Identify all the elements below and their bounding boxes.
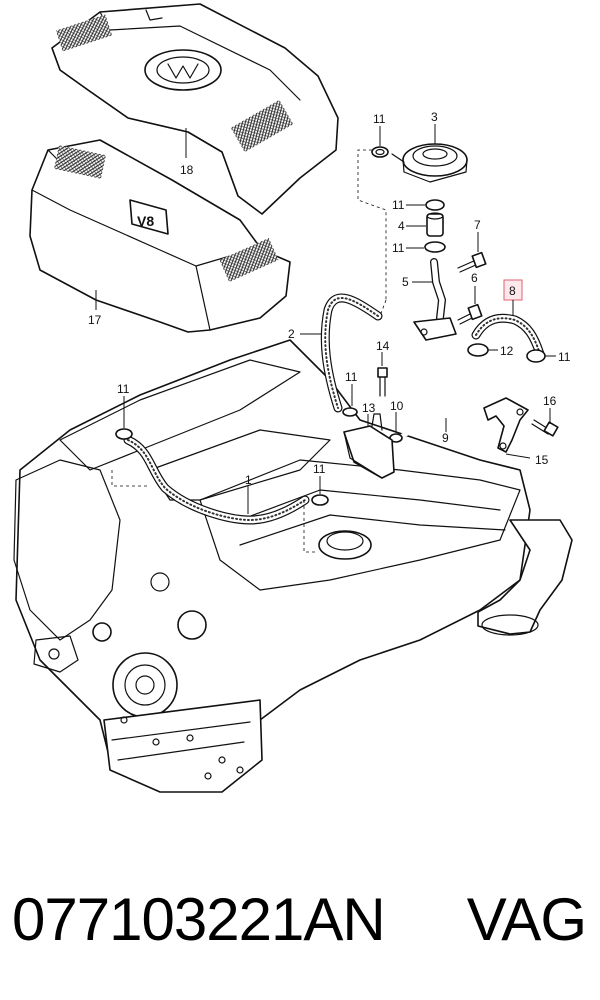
idler-pulley (177, 610, 207, 640)
callout-11-mid: 11 (392, 241, 405, 255)
callout-7: 7 (474, 218, 481, 232)
oil-filler-cap (318, 530, 372, 560)
leader-dashed-lines (111, 149, 387, 553)
bolt-14 (377, 367, 388, 397)
timing-cover (13, 459, 121, 641)
v8-badge (129, 199, 169, 235)
hose-clamp-11-engine-left (115, 428, 133, 440)
exhaust-manifold (477, 519, 573, 635)
pressure-valve-3 (391, 143, 468, 183)
breather-hose-1 (123, 435, 310, 525)
callout-6: 6 (471, 271, 478, 285)
hose-clamp-12 (467, 343, 489, 357)
callout-11-top: 11 (373, 112, 386, 126)
intake-plenum (149, 429, 331, 501)
hose-clamp-11-engine-right (311, 494, 329, 506)
bracket-15 (483, 397, 529, 453)
hose-clamp-11-separator (342, 407, 358, 417)
pipe-5 (413, 258, 457, 341)
cover-vent-right (230, 99, 294, 153)
exploded-parts-diagram: V8 (13, 3, 573, 793)
brand-label: VAG (466, 886, 587, 953)
callout-11-valve: 11 (392, 198, 405, 212)
callout-13: 13 (362, 401, 376, 415)
hose-clamp-11-valve (425, 199, 445, 211)
bolt-7 (457, 251, 487, 273)
vw-emblem-boss (144, 49, 222, 91)
callout-4: 4 (398, 219, 405, 233)
cover-v8-vent-left (54, 145, 106, 179)
oil-separator-13 (342, 407, 395, 479)
engine-cover-upper (51, 3, 339, 215)
pipe-5-flange (413, 317, 457, 341)
cover-v8-vent-right (219, 238, 279, 282)
callout-15: 15 (535, 453, 549, 467)
callout-8: 8 (509, 284, 516, 298)
bolt-6 (457, 303, 483, 325)
engine-cover-v8: V8 (29, 139, 291, 333)
engine-mount (33, 635, 79, 673)
callout-14: 14 (376, 339, 390, 353)
callout-3: 3 (431, 110, 438, 124)
hose-clamp-11-mid (424, 241, 446, 253)
callout-16: 16 (543, 394, 557, 408)
hose-clamp-11-top (371, 146, 389, 158)
part-number: 077103221AN (12, 886, 386, 953)
callout-2: 2 (288, 327, 295, 341)
callout-5: 5 (402, 275, 409, 289)
crank-pulley (112, 652, 178, 718)
callout-18: 18 (180, 163, 194, 177)
callout-1: 1 (245, 473, 252, 487)
valve-cover-left (59, 359, 301, 471)
v8-badge-text: V8 (137, 213, 154, 229)
callouts: 18 17 11 3 11 4 11 7 5 6 8 2 (88, 110, 571, 514)
callout-11-separator: 11 (345, 370, 358, 384)
tensioner-pulley (92, 622, 112, 642)
hose-clamp-11-right (526, 349, 546, 363)
callout-9: 9 (442, 431, 449, 445)
callout-11-right: 11 (558, 350, 571, 364)
callout-17: 17 (88, 313, 102, 327)
cover-vent-left (55, 14, 113, 52)
breather-hose-2 (320, 293, 383, 413)
callout-11-engine-right: 11 (313, 462, 326, 476)
breather-pipe-9 (399, 367, 473, 439)
bolt-16 (531, 419, 559, 437)
callout-10: 10 (390, 399, 404, 413)
hose-piece-4 (426, 212, 444, 237)
oil-pan (103, 699, 263, 793)
callout-11-engine-left: 11 (117, 382, 130, 396)
callout-12: 12 (500, 344, 514, 358)
breather-hose-8 (471, 313, 545, 359)
